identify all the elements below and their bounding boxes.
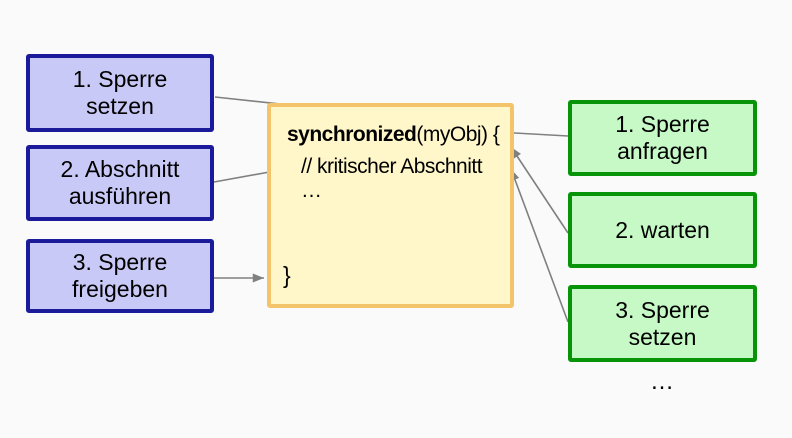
step-box-abschnitt-ausfuehren: 2. Abschnitt ausführen — [26, 145, 214, 221]
step-box-sperre-setzen-right: 3. Sperre setzen — [568, 285, 757, 362]
code-synchronized-args: (myObj) { — [416, 123, 500, 146]
step-label-line: 1. Sperre — [615, 111, 710, 137]
step-label-line: setzen — [86, 93, 154, 119]
step-label-line: 3. Sperre — [72, 249, 168, 275]
step-label-line: setzen — [628, 323, 697, 350]
code-line-comment: // kritischer Abschnitt — [301, 155, 483, 178]
step-label-line: freigeben — [72, 276, 168, 302]
step-box-warten: 2. warten — [568, 192, 757, 268]
step-box-sperre-setzen: 1. Sperre setzen — [26, 54, 214, 132]
step-label-line: ausführen — [68, 183, 172, 209]
step-label-line: anfragen — [617, 138, 708, 164]
code-line-synchronized: synchronized(myObj) { — [287, 123, 500, 147]
arrow-sperre-setzen-right-to-code — [510, 168, 569, 323]
step-box-sperre-freigeben: 3. Sperre freigeben — [26, 239, 214, 313]
continuation-ellipsis: … — [650, 368, 674, 395]
arrow-warten-to-code — [510, 146, 569, 234]
step-label-line: 2. Abschnitt — [60, 156, 180, 182]
step-label-line: 1. Sperre — [72, 66, 168, 92]
step-label-line: 2. warten — [615, 216, 710, 243]
step-label-line: 3. Sperre — [615, 296, 710, 323]
code-line-ellipsis: … — [301, 179, 322, 202]
code-box-synchronized-block: synchronized(myObj) { // kritischer Absc… — [267, 103, 514, 308]
step-box-sperre-anfragen: 1. Sperre anfragen — [568, 100, 757, 176]
code-keyword-synchronized: synchronized — [287, 123, 417, 146]
code-line-closing-brace: } — [283, 262, 291, 288]
